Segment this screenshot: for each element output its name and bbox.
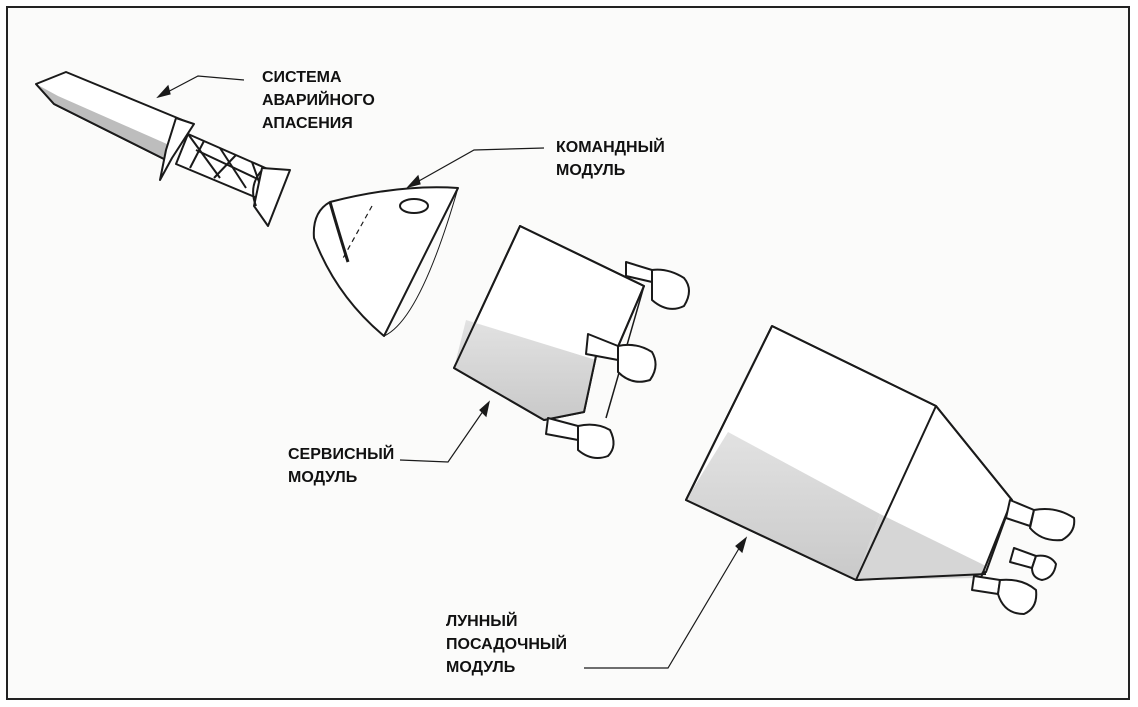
label-lunar-module-line1: ЛУННЫЙ: [446, 613, 518, 630]
command-module: [312, 186, 459, 337]
leader-command-module: [409, 147, 545, 187]
label-escape-system-line2: АВАРИЙНОГО: [262, 92, 375, 109]
lunar-module-adapter: [685, 325, 1076, 615]
descent-engine-upper: [1005, 499, 1076, 542]
leader-escape-system: [159, 75, 245, 97]
thruster-quad-middle: [585, 333, 657, 383]
leader-service-module: [399, 403, 489, 463]
label-service-module: СЕРВИСНЫЙ МОДУЛЬ: [288, 443, 394, 489]
label-lunar-module-line3: МОДУЛЬ: [446, 659, 516, 676]
label-command-module-line1: КОМАНДНЫЙ: [556, 139, 665, 156]
thruster-quad-lower: [545, 417, 615, 459]
leader-lunar-module: [584, 539, 745, 669]
service-module: [453, 225, 690, 459]
arrowhead-lunar: [735, 536, 748, 554]
label-escape-system-line1: СИСТЕМА: [262, 69, 342, 86]
label-escape-system-line3: АПАСЕНИЯ: [262, 115, 353, 132]
escape-tower: [35, 71, 291, 227]
arrowhead-escape: [156, 84, 171, 99]
label-command-module: КОМАНДНЫЙ МОДУЛЬ: [556, 136, 665, 182]
arrowhead-command: [406, 174, 421, 189]
label-service-module-line2: МОДУЛЬ: [288, 469, 358, 486]
label-service-module-line1: СЕРВИСНЫЙ: [288, 446, 395, 463]
label-escape-system: СИСТЕМА АВАРИЙНОГО АПАСЕНИЯ: [262, 66, 375, 135]
descent-engine-middle: [1009, 547, 1057, 581]
label-lunar-module: ЛУННЫЙ ПОСАДОЧНЫЙ МОДУЛЬ: [446, 610, 567, 679]
label-command-module-line2: МОДУЛЬ: [556, 162, 626, 179]
descent-engine-lower: [971, 575, 1038, 615]
leader-lines: [156, 75, 748, 669]
thruster-quad-upper: [625, 261, 690, 310]
arrowhead-service: [479, 400, 490, 418]
label-lunar-module-line2: ПОСАДОЧНЫЙ: [446, 636, 568, 653]
